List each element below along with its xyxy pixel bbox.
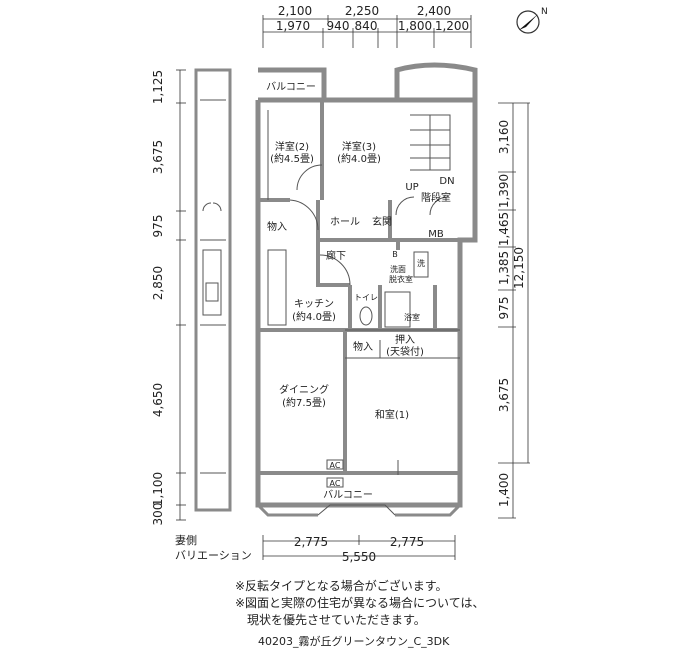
dim-right: 1,390 (497, 174, 511, 208)
label-bath: 浴室 (404, 312, 420, 322)
dim-right: 1,385 (497, 251, 511, 285)
label-entrance: 玄関 (372, 215, 392, 228)
side-label-2: バリエーション (175, 549, 252, 562)
dim-bottom: 2,775 (390, 535, 424, 549)
dim-top: 940 (327, 19, 350, 33)
label-balcony-bottom: バルコニー (323, 489, 373, 501)
dim-top: 1,200 (435, 19, 469, 33)
dim-left: 3,675 (151, 140, 165, 174)
label-ac1: AC (330, 461, 341, 470)
right-dimensions: 3,160 1,390 1,465 1,385 975 3,675 1,400 … (497, 102, 530, 519)
label-kitchen: キッチン (294, 298, 334, 310)
dim-bottom: 2,775 (294, 535, 328, 549)
label-western3-size: (約4.0畳) (337, 152, 381, 165)
compass-icon: N (516, 7, 548, 34)
dim-left: 975 (151, 215, 165, 238)
dim-right: 1,400 (497, 473, 511, 507)
dim-top: 1,800 (398, 19, 432, 33)
note-line: 現状を優先させていただきます。 (235, 613, 426, 627)
label-storage2: 物入 (353, 340, 373, 353)
label-western2: 洋室(2) (275, 140, 309, 153)
dim-top: 2,100 (278, 4, 312, 18)
label-mb: MB (428, 229, 444, 240)
dim-right-total: 12,150 (512, 247, 526, 289)
dim-left: 1,100 (151, 472, 165, 506)
caption: 40203_霧が丘グリーンタウン_C_3DK (258, 635, 450, 648)
label-balcony-top: バルコニー (266, 81, 316, 93)
label-dining-size: (約7.5畳) (282, 396, 326, 409)
dim-top: 2,250 (345, 4, 379, 18)
label-corridor: 廊下 (326, 249, 346, 262)
side-elevation (194, 68, 232, 512)
label-up: UP (405, 182, 418, 193)
dim-left: 2,850 (151, 266, 165, 300)
dim-right: 3,675 (497, 378, 511, 412)
label-ac2: AC (330, 479, 341, 488)
label-dn: DN (439, 176, 454, 187)
dim-left: 4,650 (151, 383, 165, 417)
label-dressing: 脱衣室 (389, 274, 413, 284)
label-washroom: 洗面 (390, 264, 406, 274)
bottom-dimensions: 2,775 2,775 5,550 (262, 535, 456, 564)
notes: ※反転タイプとなる場合がございます。 ※図面と実際の住宅が異なる場合については、… (235, 578, 484, 629)
label-toilet: トイレ (354, 293, 378, 302)
label-japanese: 和室(1) (375, 408, 409, 421)
side-label-1: 妻側 (175, 534, 197, 547)
label-stair: 階段室 (421, 191, 451, 204)
label-closet: 押入 (395, 333, 415, 346)
label-hall: ホール (330, 216, 360, 228)
dim-top: 1,970 (276, 19, 310, 33)
label-washer: 洗 (417, 258, 425, 268)
room-labels: バルコニー 洋室(2) (約4.5畳) 洋室(3) (約4.0畳) UP DN … (266, 81, 455, 501)
top-dimensions: 2,100 2,250 2,400 1,970 940 840 1,800 1,… (262, 4, 472, 48)
label-western3: 洋室(3) (342, 140, 376, 153)
label-closet-note: (天袋付) (386, 345, 424, 358)
left-dimensions: 1,125 3,675 975 2,850 4,650 1,100 300 (151, 69, 186, 526)
dim-left: 1,125 (151, 70, 165, 104)
label-kitchen-size: (約4.0畳) (292, 310, 336, 323)
dim-right: 975 (497, 297, 511, 320)
dim-right: 3,160 (497, 120, 511, 154)
label-dining: ダイニング (279, 383, 329, 396)
note-line: ※反転タイプとなる場合がございます。 (235, 579, 448, 593)
label-b: B (392, 250, 398, 259)
compass-label: N (541, 7, 548, 17)
dim-top: 840 (355, 19, 378, 33)
dim-left: 300 (151, 503, 165, 526)
note-line: ※図面と実際の住宅が異なる場合については、 (235, 596, 485, 610)
label-storage1: 物入 (267, 220, 287, 233)
dim-top: 2,400 (417, 4, 451, 18)
plan-walls (255, 62, 478, 517)
dim-right: 1,465 (497, 212, 511, 246)
label-western2-size: (約4.5畳) (270, 152, 314, 165)
dim-bottom-total: 5,550 (342, 550, 376, 564)
